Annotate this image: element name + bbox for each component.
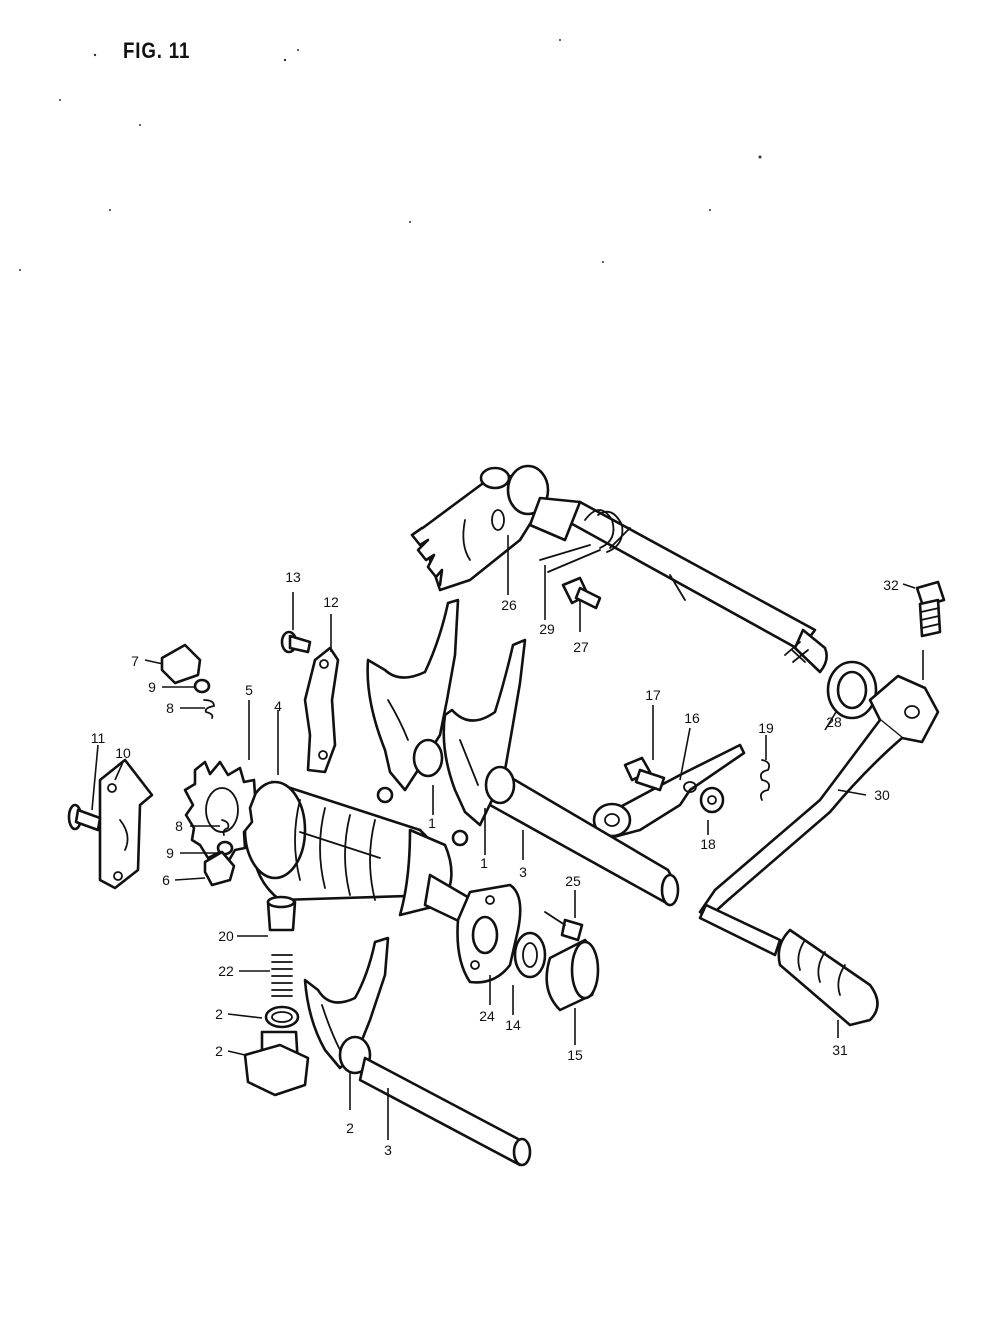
- gasket-ring: [264, 1005, 300, 1029]
- spring-8-lower: [221, 819, 230, 836]
- callout-7: 7: [131, 653, 139, 669]
- gearshift-lever: [698, 674, 940, 957]
- thrust-washer: [513, 931, 547, 979]
- callout-labels: 1 1 2 2 2 3 3 3 4 5 6 7 8 8 9 9 10 11 12…: [91, 569, 899, 1158]
- neutral-pin: [266, 895, 297, 932]
- cam-pin-6: [203, 850, 236, 887]
- callout-32: 32: [883, 577, 899, 593]
- callout-17: 17: [645, 687, 661, 703]
- callout-26: 26: [501, 597, 517, 613]
- cam-pin-7: [160, 643, 202, 685]
- fork-shaft-lower: [358, 1056, 532, 1167]
- washer-9-upper: [193, 678, 211, 694]
- stopper-spring: [759, 759, 771, 801]
- gearshift-shaft: [563, 500, 828, 674]
- scan-noise: [19, 39, 762, 271]
- bolt-32: [915, 580, 946, 638]
- callout-2: 2: [215, 1006, 223, 1022]
- spring-stopper-bolt: [561, 576, 602, 610]
- callout-24: 24: [479, 1008, 495, 1024]
- leader-lines: [91, 535, 924, 1140]
- callout-2: 2: [346, 1120, 354, 1136]
- callout-6: 6: [162, 872, 170, 888]
- neutral-spring: [271, 954, 293, 997]
- gearshift-arm: [410, 464, 582, 592]
- callout-9: 9: [148, 679, 156, 695]
- stopper-washer: [699, 786, 725, 814]
- callout-3: 3: [384, 1142, 392, 1158]
- callout-19: 19: [758, 720, 774, 736]
- shift-fork-lower: [303, 936, 390, 1075]
- callout-28: 28: [826, 714, 842, 730]
- cam-stopper-arm: [592, 743, 746, 840]
- callout-31: 31: [832, 1042, 848, 1058]
- callout-30: 30: [874, 787, 890, 803]
- callout-2: 2: [215, 1043, 223, 1059]
- callout-25: 25: [565, 873, 581, 889]
- cam-driven-gear: [183, 760, 257, 864]
- callout-5: 5: [245, 682, 253, 698]
- callout-10: 10: [115, 745, 131, 761]
- callout-13: 13: [285, 569, 301, 585]
- plate-screw: [67, 803, 102, 832]
- shift-fork-upper-b: [442, 638, 527, 847]
- cam-stopper-plate: [98, 758, 154, 890]
- lever-rubber: [777, 928, 879, 1027]
- callout-22: 22: [218, 963, 234, 979]
- bearing-screw: [544, 911, 584, 942]
- callout-11: 11: [91, 730, 106, 746]
- callout-1: 1: [480, 855, 488, 871]
- cam-stopper-bolt: [623, 756, 666, 792]
- shift-fork-upper-a: [366, 598, 460, 804]
- shaft-oil-seal: [826, 660, 878, 720]
- spring-8-upper: [203, 699, 215, 719]
- cam-bearing-plate: [456, 883, 522, 984]
- callout-29: 29: [539, 621, 555, 637]
- callout-15: 15: [567, 1047, 583, 1063]
- gearshift-cam-drum: [243, 780, 495, 937]
- callout-16: 16: [684, 710, 700, 726]
- callout-9: 9: [166, 845, 174, 861]
- callout-1: 1: [428, 815, 436, 831]
- callout-27: 27: [573, 639, 589, 655]
- callout-4: 4: [274, 698, 282, 714]
- callout-8: 8: [175, 818, 183, 834]
- drain-plug-bolt: [243, 1030, 310, 1097]
- callout-14: 14: [505, 1017, 521, 1033]
- cam-bearing: [545, 938, 600, 1012]
- callout-8: 8: [166, 700, 174, 716]
- callout-18: 18: [700, 836, 716, 852]
- callout-3: 3: [519, 864, 527, 880]
- return-spring: [539, 509, 631, 573]
- cam-guide-plate: [303, 646, 340, 774]
- callout-12: 12: [323, 594, 339, 610]
- callout-20: 20: [218, 928, 234, 944]
- figure-title: FIG. 11: [123, 38, 191, 63]
- fork-shaft-upper: [488, 768, 680, 907]
- guide-plate-bolt: [280, 630, 312, 654]
